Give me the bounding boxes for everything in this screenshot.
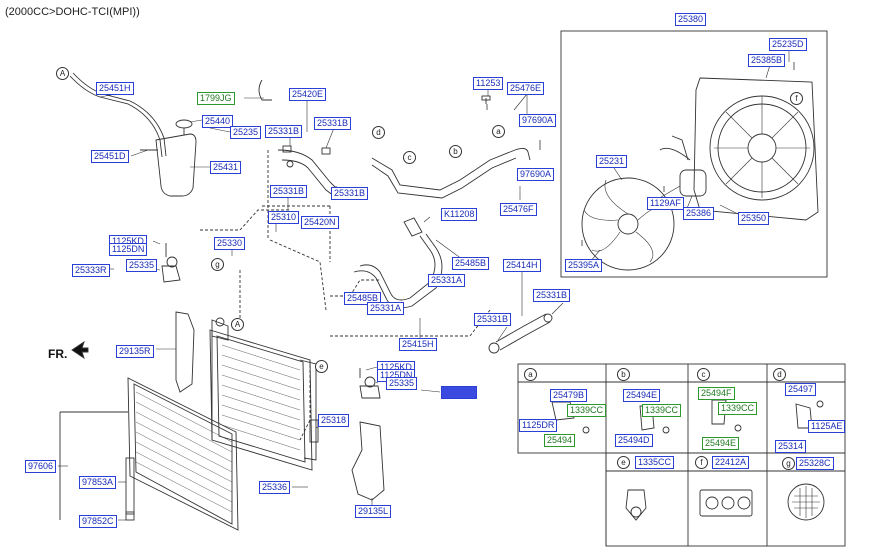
part-25335-right[interactable]: 25335 bbox=[386, 377, 418, 390]
callout-a: a bbox=[492, 125, 505, 138]
part-1799JG[interactable]: 1799JG bbox=[197, 92, 235, 105]
fan-assembly-box bbox=[560, 30, 828, 278]
part-25331A-lower[interactable]: 25331A bbox=[367, 302, 405, 315]
part-11253[interactable]: 11253 bbox=[473, 77, 504, 90]
lower-hose-2 bbox=[495, 313, 547, 343]
detail-a-1339CC[interactable]: 1339CC bbox=[567, 404, 607, 417]
part-25386[interactable]: 25386 bbox=[683, 207, 715, 220]
part-1129AF[interactable]: 1129AF bbox=[647, 197, 684, 210]
part-25485B-lower[interactable]: 25485B bbox=[344, 292, 382, 305]
reservoir-tank bbox=[155, 133, 197, 197]
detail-f-22412A[interactable]: 22412A bbox=[712, 456, 750, 469]
part-25333L-selected[interactable]: 25333L bbox=[441, 386, 478, 399]
part-25385B[interactable]: 25385B bbox=[748, 54, 786, 67]
part-25414H[interactable]: 25414H bbox=[503, 259, 541, 272]
front-direction-label: FR. bbox=[48, 347, 68, 361]
condenser-body bbox=[127, 377, 239, 531]
part-25350[interactable]: 25350 bbox=[738, 212, 770, 225]
part-25318[interactable]: 25318 bbox=[318, 414, 350, 427]
part-25235D[interactable]: 25235D bbox=[769, 38, 807, 51]
part-97852C[interactable]: 97852C bbox=[79, 515, 117, 528]
air-guard-left bbox=[351, 421, 385, 501]
part-25331B-mid-right[interactable]: 25331B bbox=[331, 187, 369, 200]
detail-g-25328C[interactable]: 25328C bbox=[796, 457, 834, 470]
upper-hose bbox=[277, 149, 339, 191]
part-25331B-upper-left[interactable]: 25331B bbox=[265, 125, 303, 138]
callout-f: f bbox=[790, 92, 803, 105]
part-25331A-upper[interactable]: 25331A bbox=[428, 274, 466, 287]
part-25331B-lower[interactable]: 25331B bbox=[474, 313, 512, 326]
radiator-body bbox=[209, 329, 313, 471]
part-25333R[interactable]: 25333R bbox=[72, 264, 110, 277]
table-callout-d: d bbox=[773, 368, 786, 381]
part-25336[interactable]: 25336 bbox=[259, 481, 291, 494]
part-25476E[interactable]: 25476E bbox=[507, 82, 545, 95]
part-25451D[interactable]: 25451D bbox=[91, 150, 129, 163]
part-25380[interactable]: 25380 bbox=[675, 13, 707, 26]
overflow-hose bbox=[69, 75, 163, 158]
detail-d-1125AE[interactable]: 1125AE bbox=[808, 420, 846, 433]
diagram-title: (2000CC>DOHC-TCI(MPI)) bbox=[5, 6, 140, 18]
part-29135L[interactable]: 29135L bbox=[355, 505, 392, 518]
part-25440[interactable]: 25440 bbox=[202, 115, 234, 128]
detail-d-25497[interactable]: 25497 bbox=[785, 383, 817, 396]
part-25330[interactable]: 25330 bbox=[214, 237, 246, 250]
part-25431[interactable]: 25431 bbox=[210, 161, 242, 174]
detail-e-1335CC[interactable]: 1335CC bbox=[635, 456, 675, 469]
detail-a-25479B[interactable]: 25479B bbox=[550, 389, 588, 402]
callout-g: g bbox=[211, 258, 224, 271]
callout-e: e bbox=[315, 360, 328, 373]
part-25420E[interactable]: 25420E bbox=[289, 88, 327, 101]
part-97690A-upper[interactable]: 97690A bbox=[519, 114, 557, 127]
detail-c-25494E[interactable]: 25494E bbox=[702, 437, 740, 450]
table-callout-b: b bbox=[617, 368, 630, 381]
air-guard-right bbox=[175, 311, 195, 393]
callout-b: b bbox=[449, 145, 462, 158]
fan-motor bbox=[679, 169, 707, 197]
oil-cooler-line-1 bbox=[371, 149, 516, 191]
detail-a-1125DR[interactable]: 1125DR bbox=[519, 419, 558, 432]
callout-a-lower: A bbox=[231, 318, 244, 331]
part-25235[interactable]: 25235 bbox=[230, 126, 262, 139]
part-1125DN-left[interactable]: 1125DN bbox=[109, 243, 148, 256]
part-97690A-lower[interactable]: 97690A bbox=[517, 168, 555, 181]
table-callout-e: e bbox=[617, 456, 630, 469]
part-25451H[interactable]: 25451H bbox=[96, 82, 134, 95]
part-25485B-upper[interactable]: 25485B bbox=[452, 257, 490, 270]
part-25415H[interactable]: 25415H bbox=[399, 338, 437, 351]
detail-c-25494F[interactable]: 25494F bbox=[698, 387, 735, 400]
table-callout-f: f bbox=[695, 456, 708, 469]
table-callout-c: c bbox=[697, 368, 710, 381]
part-25331B-upper-right[interactable]: 25331B bbox=[314, 117, 352, 130]
part-25335-left[interactable]: 25335 bbox=[126, 259, 158, 272]
part-25310[interactable]: 25310 bbox=[268, 211, 300, 224]
part-25395A[interactable]: 25395A bbox=[565, 259, 603, 272]
detail-d-25314[interactable]: 25314 bbox=[775, 440, 807, 453]
detail-b-25494E[interactable]: 25494E bbox=[623, 389, 661, 402]
part-K11208[interactable]: K11208 bbox=[441, 208, 478, 221]
table-callout-g: g bbox=[782, 457, 795, 470]
part-25231[interactable]: 25231 bbox=[596, 155, 628, 168]
detail-b-1339CC[interactable]: 1339CC bbox=[642, 404, 682, 417]
detail-b-25494D[interactable]: 25494D bbox=[615, 434, 653, 447]
callout-c: c bbox=[403, 151, 416, 164]
detail-a-25494[interactable]: 25494 bbox=[544, 434, 576, 447]
table-callout-a: a bbox=[524, 368, 537, 381]
part-25420N[interactable]: 25420N bbox=[301, 216, 339, 229]
part-25331B-right[interactable]: 25331B bbox=[533, 289, 571, 302]
part-29135R[interactable]: 29135R bbox=[116, 345, 154, 358]
callout-d: d bbox=[372, 126, 385, 139]
part-25331B-mid-left[interactable]: 25331B bbox=[270, 185, 308, 198]
detail-c-1339CC[interactable]: 1339CC bbox=[718, 402, 758, 415]
part-25476F[interactable]: 25476F bbox=[500, 203, 537, 216]
lower-hose-1 bbox=[359, 235, 436, 301]
callout-a-upper: A bbox=[56, 67, 69, 80]
fan-blade bbox=[581, 177, 675, 271]
part-97853A[interactable]: 97853A bbox=[79, 476, 117, 489]
part-97606[interactable]: 97606 bbox=[25, 460, 57, 473]
